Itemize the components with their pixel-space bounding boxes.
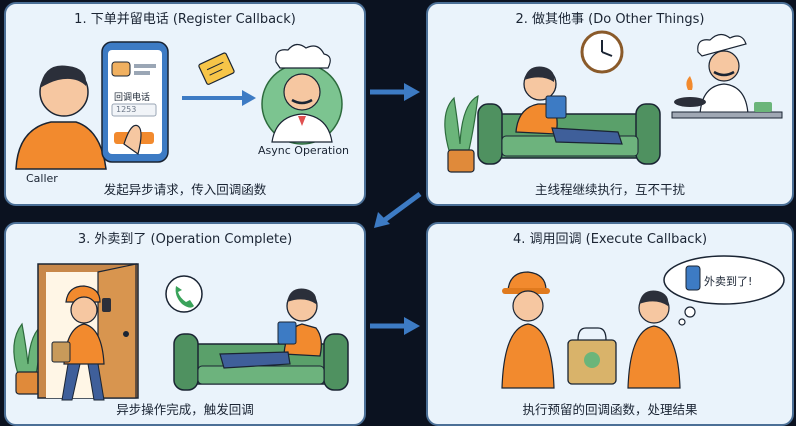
panel-execute-callback: 4. 调用回调 (Execute Callback) 外卖到了!: [426, 222, 794, 426]
register-callback-illustration: [6, 4, 364, 204]
thought-bubble-text: 外卖到了!: [704, 273, 752, 289]
delivery-person-figure: [502, 272, 554, 388]
register-arrow: [182, 90, 256, 106]
ticket-icon: [198, 52, 234, 85]
arrow-step2-to-step3: [364, 190, 424, 234]
phone-label: 回调电话: [114, 90, 150, 103]
do-other-things-illustration: [428, 4, 792, 204]
chef-cooking-figure: [672, 34, 782, 118]
operation-complete-illustration: [6, 224, 364, 424]
panel-register-callback: 1. 下单并留电话 (Register Callback): [4, 2, 366, 206]
clock-icon: [582, 32, 622, 72]
phone-number: 1253: [116, 105, 136, 114]
caller-figure: [16, 65, 106, 169]
panel-caption: 异步操作完成，触发回调: [6, 399, 364, 418]
execute-callback-illustration: [428, 224, 792, 424]
thought-bubble: [664, 256, 784, 325]
panel-caption: 主线程继续执行，互不干扰: [428, 179, 792, 198]
arrow-step1-to-step2: [368, 80, 422, 104]
panel-do-other-things: 2. 做其他事 (Do Other Things): [426, 2, 794, 206]
panel-caption: 发起异步请求，传入回调函数: [6, 179, 364, 198]
phone-call-icon: [166, 276, 202, 312]
chef-figure: [262, 44, 342, 144]
food-bag-icon: [568, 328, 616, 384]
plant-illustration: [445, 96, 478, 172]
customer-figure: [628, 291, 680, 388]
panel-operation-complete: 3. 外卖到了 (Operation Complete): [4, 222, 366, 426]
async-operation-label: Async Operation: [258, 144, 349, 157]
panel-caption: 执行预留的回调函数，处理结果: [428, 399, 792, 418]
arrow-step3-to-step4: [368, 314, 422, 338]
reader-figure: [516, 67, 622, 144]
